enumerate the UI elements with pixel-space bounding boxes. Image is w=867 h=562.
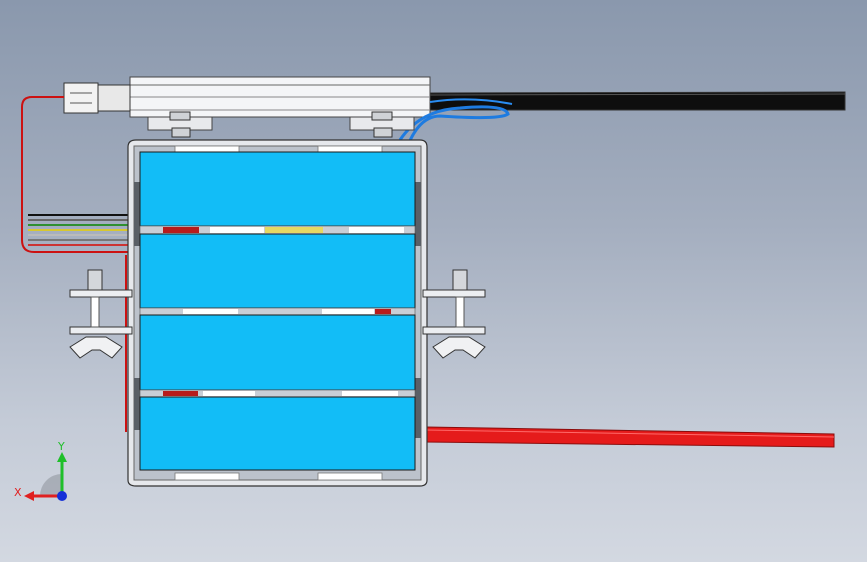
- coordinate-triad: X Y: [14, 438, 74, 510]
- triad-graphic: [24, 452, 67, 501]
- bms-board[interactable]: [129, 76, 431, 118]
- battery-cell-1[interactable]: [139, 151, 416, 227]
- side-bracket-left[interactable]: [69, 269, 133, 359]
- top-mount-right[interactable]: [349, 111, 415, 138]
- top-mount-left[interactable]: [147, 111, 213, 138]
- balance-connector[interactable]: [63, 82, 131, 114]
- battery-cell-3[interactable]: [139, 314, 416, 391]
- busbar-row-3: [139, 389, 416, 398]
- axis-y-label: Y: [58, 440, 65, 453]
- sense-wire-blue[interactable]: [398, 98, 513, 146]
- balance-wires[interactable]: [21, 96, 132, 432]
- battery-cell-4[interactable]: [139, 396, 416, 471]
- busbar-row-1: [139, 225, 416, 235]
- battery-cell-2[interactable]: [139, 233, 416, 309]
- side-bracket-right[interactable]: [422, 269, 486, 359]
- axis-x-label: X: [14, 486, 22, 499]
- busbar-row-2: [139, 307, 416, 316]
- positive-cable[interactable]: [425, 426, 835, 448]
